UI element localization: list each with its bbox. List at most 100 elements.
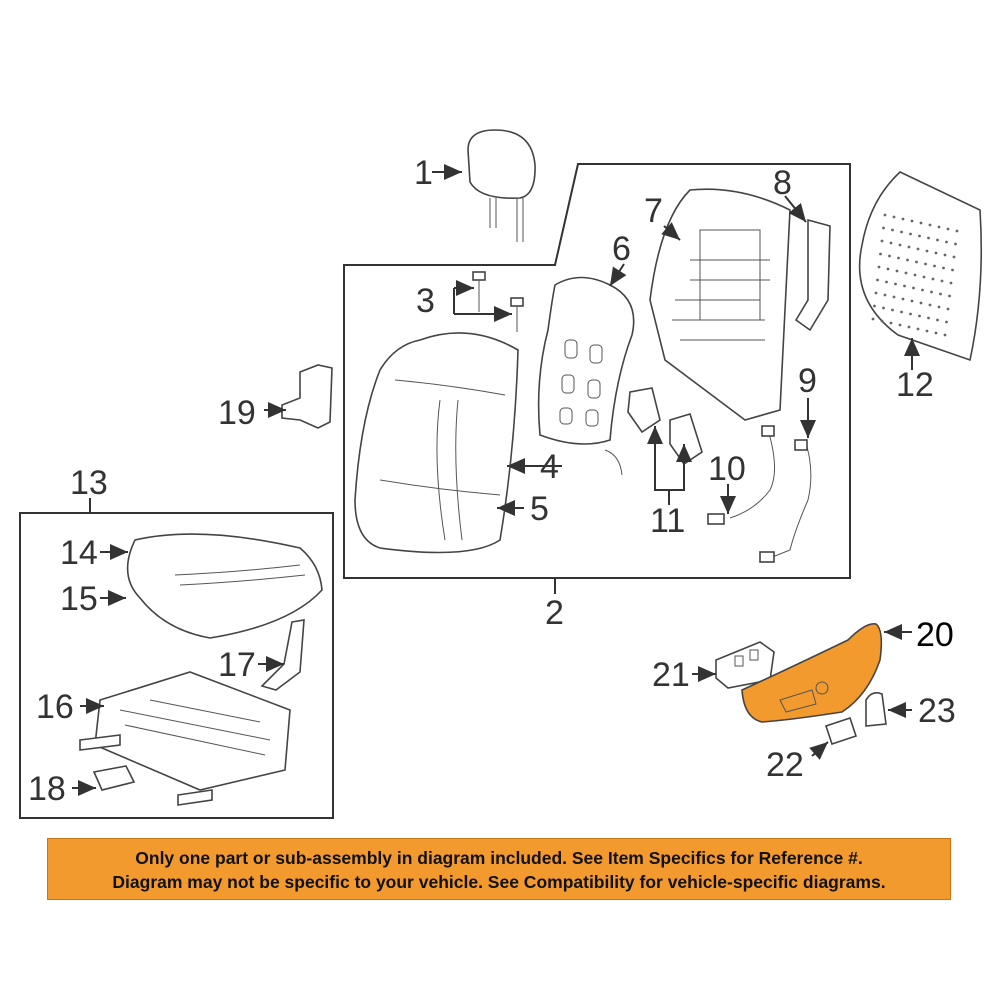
panel-hole bbox=[937, 305, 941, 309]
panel-hole bbox=[927, 316, 930, 320]
callout-4: 4 bbox=[540, 448, 559, 486]
wire-harness-10 bbox=[707, 425, 775, 525]
seat-cushion bbox=[126, 533, 323, 639]
callout-12: 12 bbox=[896, 366, 934, 404]
disclaimer-line-2: Diagram may not be specific to your vehi… bbox=[112, 872, 886, 892]
panel-hole bbox=[882, 226, 885, 230]
panel-hole bbox=[894, 282, 897, 286]
panel-hole bbox=[901, 297, 905, 301]
panel-hole bbox=[883, 293, 887, 297]
panel-hole bbox=[931, 277, 935, 281]
callout-8: 8 bbox=[773, 164, 792, 202]
callout-6: 6 bbox=[612, 230, 631, 268]
callout-9: 9 bbox=[798, 362, 817, 400]
knob-22 bbox=[824, 716, 858, 746]
panel-hole bbox=[876, 278, 879, 282]
callout-18: 18 bbox=[28, 770, 66, 808]
panel-hole bbox=[871, 317, 875, 321]
headrest bbox=[467, 129, 536, 242]
panel-hole bbox=[918, 314, 921, 318]
seatback-pad bbox=[537, 276, 635, 476]
side-bracket bbox=[794, 218, 831, 332]
panel-hole bbox=[891, 308, 894, 312]
panel-hole bbox=[880, 319, 884, 323]
back-panel bbox=[858, 171, 983, 362]
cushion-frame bbox=[79, 671, 291, 806]
seatback-cover bbox=[354, 332, 519, 554]
panel-hole bbox=[913, 273, 917, 277]
panel-hole bbox=[885, 280, 888, 284]
wire-harness-9 bbox=[759, 439, 812, 563]
callout-16: 16 bbox=[36, 688, 74, 726]
callout-5: 5 bbox=[530, 490, 549, 528]
panel-hole bbox=[936, 238, 939, 242]
panel-hole bbox=[945, 240, 948, 244]
knob-23 bbox=[865, 692, 887, 727]
panel-hole bbox=[933, 264, 936, 268]
panel-hole bbox=[943, 253, 947, 257]
panel-hole bbox=[909, 232, 912, 236]
cushion-assembly-box bbox=[19, 512, 334, 819]
callout-11: 11 bbox=[650, 502, 685, 540]
panel-hole bbox=[888, 254, 891, 258]
callout-14: 14 bbox=[60, 534, 98, 572]
panel-hole bbox=[906, 258, 909, 262]
panel-hole bbox=[925, 329, 929, 333]
panel-hole bbox=[934, 331, 938, 335]
panel-hole bbox=[883, 213, 887, 217]
panel-hole bbox=[901, 217, 905, 221]
callout-labels: 1 2 3 4 5 6 7 8 9 10 11 12 13 14 15 16 1… bbox=[28, 154, 956, 808]
panel-hole bbox=[891, 228, 894, 232]
callout-3: 3 bbox=[416, 282, 435, 320]
panel-hole bbox=[937, 225, 941, 229]
panel-hole bbox=[915, 260, 918, 264]
panel-hole bbox=[945, 320, 948, 324]
panel-hole bbox=[874, 291, 878, 295]
panel-hole bbox=[930, 290, 933, 294]
panel-hole bbox=[928, 303, 932, 307]
callout-1: 1 bbox=[414, 154, 433, 192]
disclaimer-line-1: Only one part or sub-assembly in diagram… bbox=[135, 848, 863, 868]
panel-hole bbox=[919, 221, 923, 225]
panel-hole bbox=[919, 301, 923, 305]
panel-hole bbox=[882, 306, 885, 310]
module-18 bbox=[92, 765, 136, 791]
seatback-assembly-box bbox=[343, 163, 851, 579]
bracket-19 bbox=[281, 364, 333, 429]
panel-hole bbox=[879, 252, 882, 256]
panel-hole bbox=[939, 292, 942, 296]
panel-hole bbox=[877, 265, 881, 269]
panel-hole bbox=[943, 333, 947, 337]
callout-19: 19 bbox=[218, 394, 256, 432]
panel-hole bbox=[873, 304, 876, 308]
cable-17 bbox=[260, 619, 305, 691]
panel-hole bbox=[927, 236, 930, 240]
panel-hole bbox=[910, 219, 914, 223]
panel-hole bbox=[952, 255, 956, 259]
panel-hole bbox=[936, 318, 939, 322]
panel-hole bbox=[954, 242, 957, 246]
panel-hole bbox=[951, 268, 954, 272]
panel-hole bbox=[886, 267, 890, 271]
panel-hole bbox=[892, 295, 896, 299]
seatback-frame bbox=[649, 188, 791, 421]
panel-hole bbox=[916, 247, 920, 251]
callout-2: 2 bbox=[545, 594, 564, 632]
disclaimer-banner: Only one part or sub-assembly in diagram… bbox=[47, 838, 951, 900]
panel-hole bbox=[907, 245, 911, 249]
panel-hole bbox=[934, 251, 938, 255]
callout-20: 20 bbox=[916, 616, 954, 654]
brackets-11 bbox=[627, 387, 703, 466]
leader-lines bbox=[72, 164, 920, 796]
callout-22: 22 bbox=[766, 746, 804, 784]
panel-hole bbox=[910, 299, 914, 303]
seat-side-cover-20 bbox=[741, 623, 883, 723]
callout-23: 23 bbox=[918, 692, 956, 730]
panel-hole bbox=[922, 275, 926, 279]
panel-hole bbox=[942, 266, 945, 270]
panel-hole bbox=[921, 288, 924, 292]
panel-hole bbox=[928, 223, 932, 227]
panel-hole bbox=[889, 321, 893, 325]
callout-15: 15 bbox=[60, 580, 98, 618]
